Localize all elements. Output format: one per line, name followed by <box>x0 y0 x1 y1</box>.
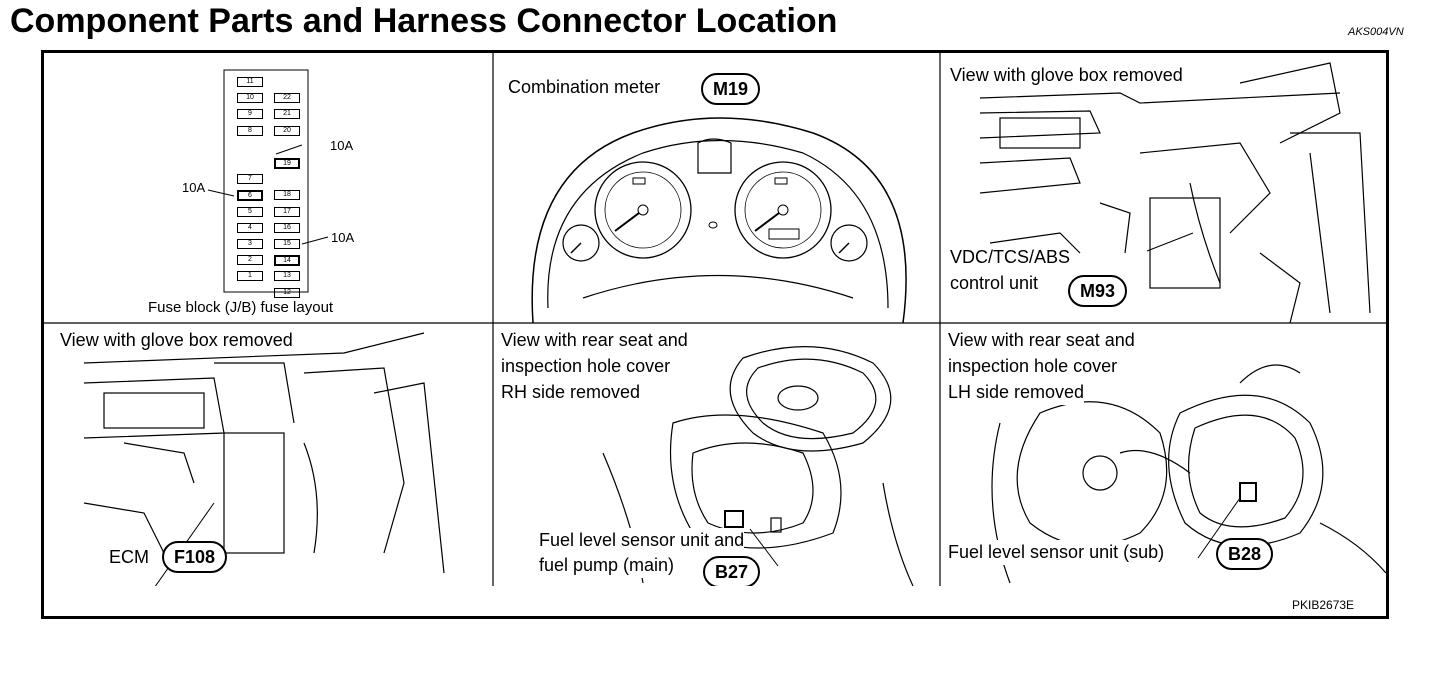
connector-m19: M19 <box>701 73 761 105</box>
fuse-block-outline <box>207 69 329 293</box>
fuse-amp-top: 10A <box>330 138 354 153</box>
connector-f108: F108 <box>162 541 228 573</box>
fuse-14: 14 <box>274 255 300 267</box>
fuse-layout-panel: 10A 10A 10A Fuse block (J/B) fuse layout… <box>44 53 493 323</box>
ecm-label: ECM <box>109 545 149 570</box>
ecm-view-label: View with glove box removed <box>60 328 293 353</box>
ecm-panel: View with glove box removed ECM F108 <box>44 323 493 586</box>
fuel-sub-label: Fuel level sensor unit (sub) <box>948 540 1165 565</box>
fuse-2: 2 <box>237 255 263 266</box>
fuel-main-panel: View with rear seat and inspection hole … <box>493 323 940 586</box>
fuse-20: 20 <box>274 125 300 136</box>
page-title: Component Parts and Harness Connector Lo… <box>10 2 838 40</box>
fuse-15: 15 <box>274 239 300 249</box>
combination-meter-panel: Combination meter M19 <box>493 53 940 323</box>
fuse-9: 9 <box>237 109 263 120</box>
meter-label: Combination meter <box>508 77 661 97</box>
fuse-19: 19 <box>274 158 300 169</box>
fuse-4: 4 <box>237 222 263 233</box>
fuse-11: 11 <box>237 77 263 87</box>
fuel-main-view-line2: inspection hole cover <box>501 354 671 379</box>
fuse-caption: Fuse block (J/B) fuse layout <box>148 299 334 316</box>
fuse-13: 13 <box>274 271 300 282</box>
fuse-16: 16 <box>274 222 300 233</box>
connector-b27: B27 <box>703 556 761 586</box>
vdc-view-label: View with glove box removed <box>950 63 1183 88</box>
fuel-main-view-line3: RH side removed <box>501 380 641 405</box>
fuse-17: 17 <box>274 206 300 217</box>
document-id: AKS004VN <box>1348 26 1404 38</box>
panel-grid <box>44 53 1386 586</box>
fuse-6: 6 <box>237 190 263 202</box>
fuel-sub-view-line2: inspection hole cover <box>948 354 1118 379</box>
fuel-main-illustration <box>602 346 914 586</box>
fuse-7: 7 <box>237 174 263 185</box>
figure-id: PKIB2673E <box>1292 598 1355 612</box>
vdc-illustration <box>979 62 1371 323</box>
fuse-12: 12 <box>274 287 300 298</box>
fuel-main-label-line2: fuel pump (main) <box>539 553 675 578</box>
fuse-22: 22 <box>274 93 300 104</box>
fuse-1: 1 <box>237 271 263 282</box>
fuse-8: 8 <box>237 125 263 136</box>
fuse-amp-bottom: 10A <box>331 230 355 245</box>
fuel-main-view-line1: View with rear seat and <box>501 328 688 353</box>
fuel-main-label-line1: Fuel level sensor unit and <box>539 528 745 553</box>
fuel-sub-view-line3: LH side removed <box>948 380 1085 405</box>
vdc-label-line2: control unit <box>950 271 1039 296</box>
fuse-21: 21 <box>274 109 300 120</box>
diagram-frame: 10A 10A 10A Fuse block (J/B) fuse layout… <box>41 50 1389 619</box>
fuse-18: 18 <box>274 190 300 201</box>
fuel-sub-panel: View with rear seat and inspection hole … <box>940 323 1386 586</box>
fuse-amp-left: 10A <box>182 180 206 195</box>
fuel-sub-view-line1: View with rear seat and <box>948 328 1135 353</box>
combination-meter-illustration <box>531 117 907 323</box>
vdc-panel: View with glove box removed VDC/TCS/ABS … <box>940 53 1386 323</box>
connector-b28: B28 <box>1216 538 1274 570</box>
connector-m93: M93 <box>1068 275 1128 307</box>
vdc-label-line1: VDC/TCS/ABS <box>950 245 1071 270</box>
ecm-illustration <box>83 332 445 586</box>
fuse-5: 5 <box>237 206 263 217</box>
fuse-10: 10 <box>237 93 263 104</box>
fuse-3: 3 <box>237 239 263 249</box>
